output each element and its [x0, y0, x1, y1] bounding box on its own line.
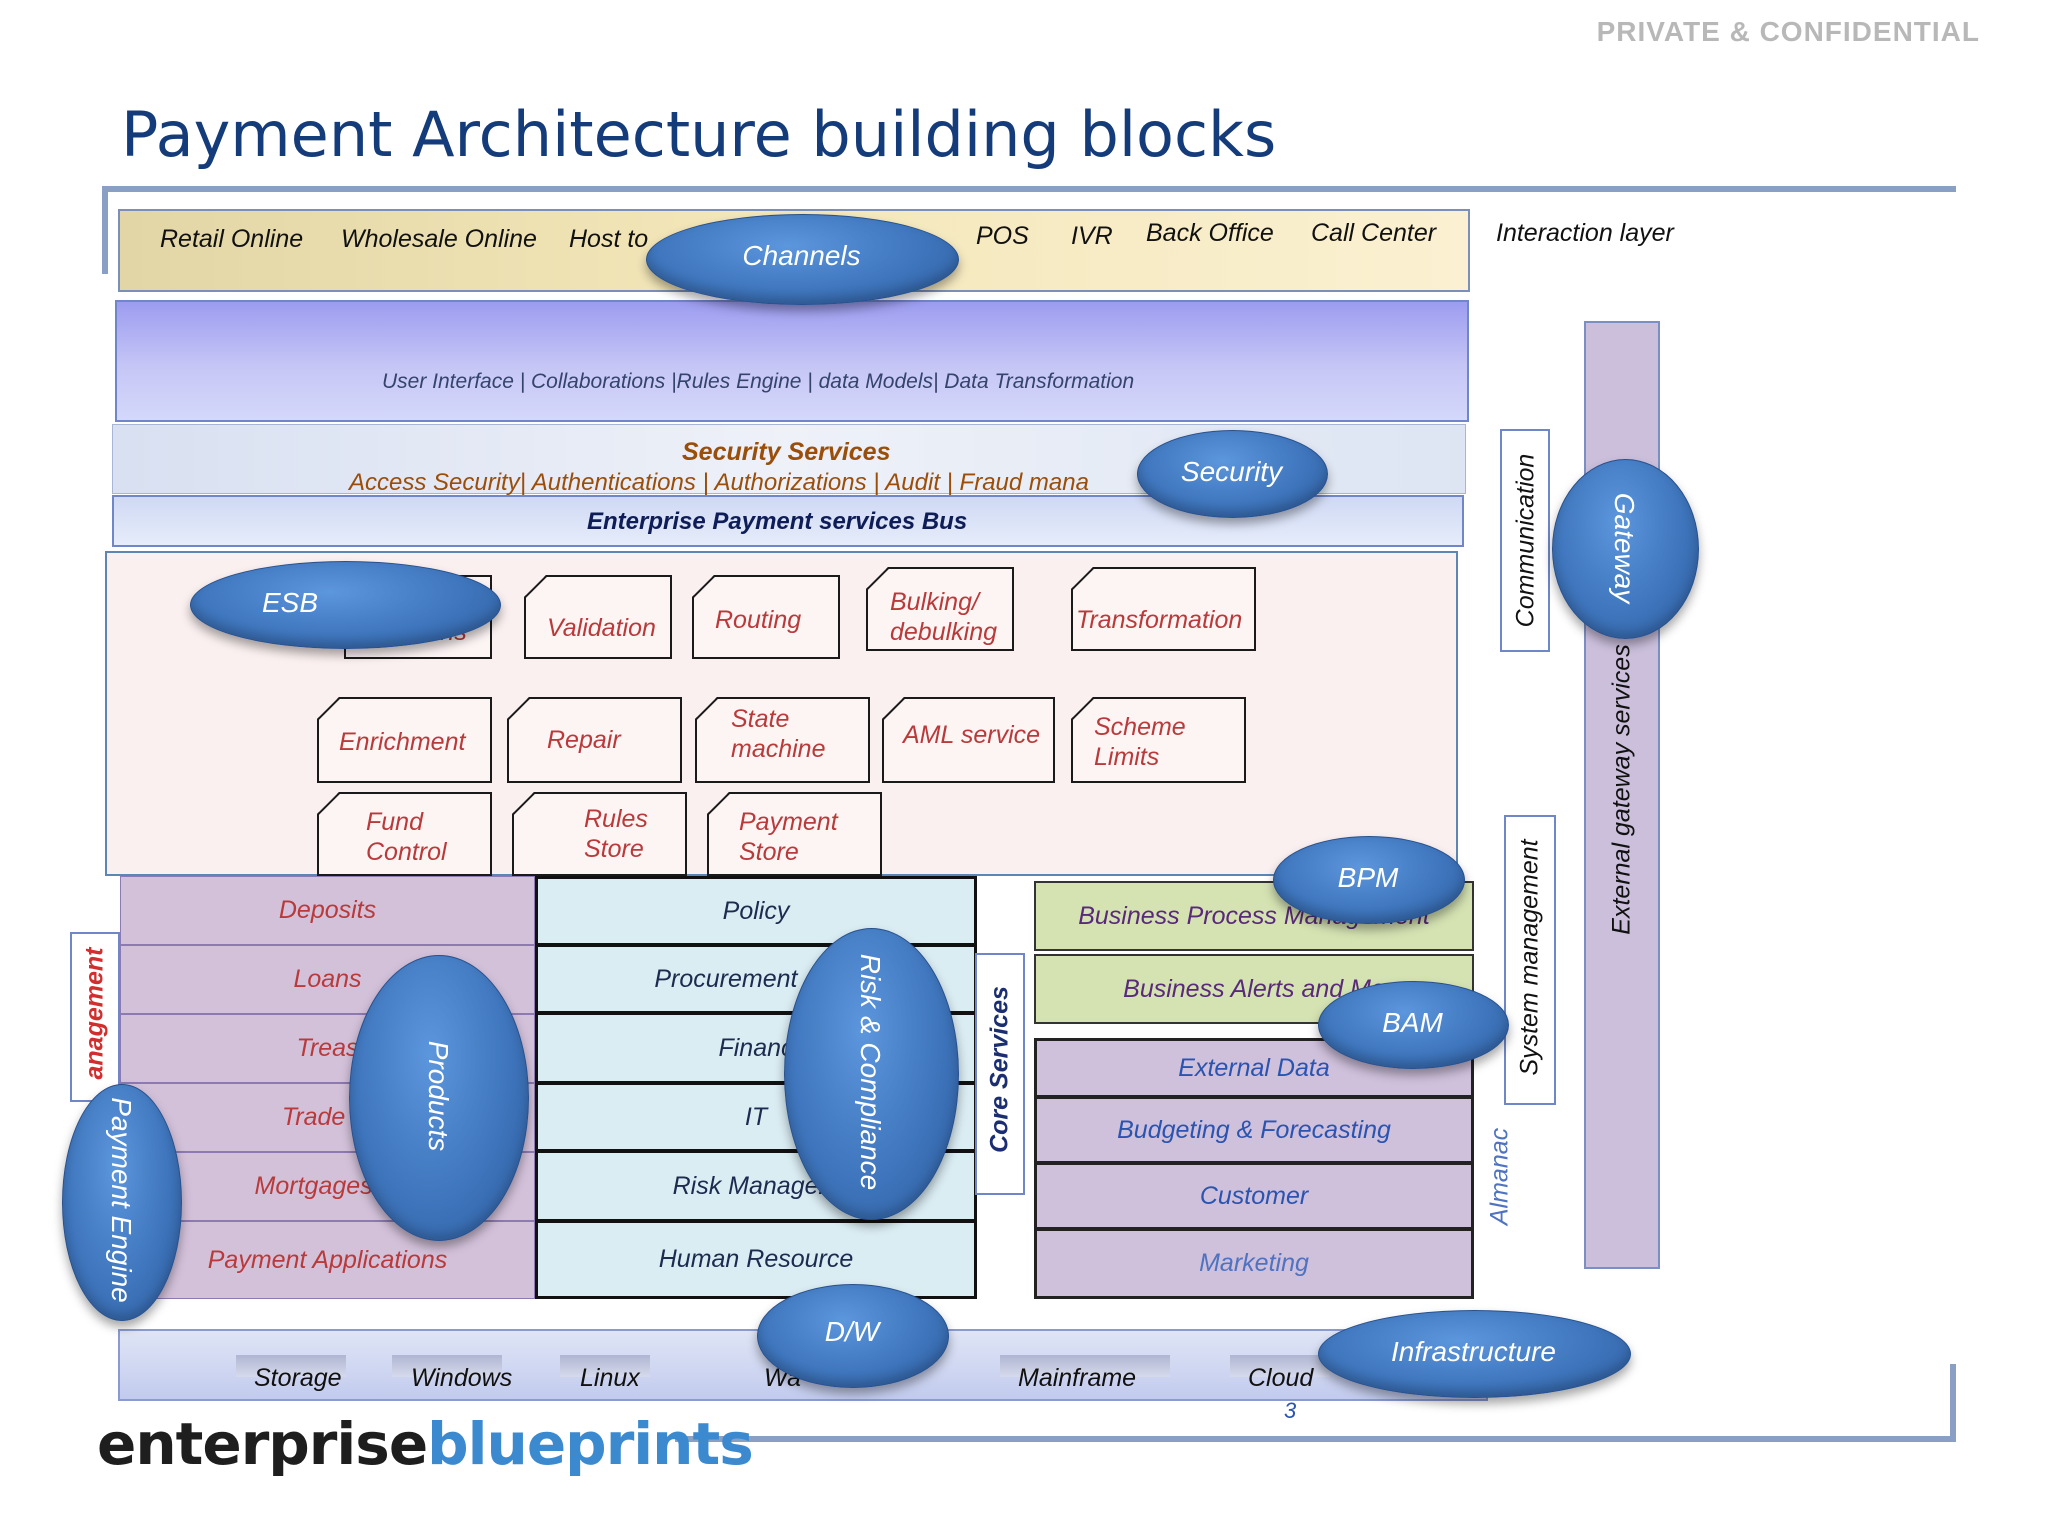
dw-bubble-label: D/W — [824, 1316, 880, 1347]
channels-bubble-label: Channels — [742, 240, 861, 271]
esb-bubble — [190, 561, 501, 649]
channel-ivr: IVR — [1071, 222, 1113, 250]
service-card-scheme-limits — [1071, 697, 1246, 783]
almanac-label: Almanac — [1485, 1127, 1514, 1226]
service-card-routing — [692, 575, 840, 659]
service-label-repair: Repair — [547, 726, 621, 754]
service-label-fund-control: Fund Control — [366, 808, 447, 866]
gateway-bubble — [1552, 459, 1699, 639]
bam-bubble-label: BAM — [1382, 1007, 1443, 1038]
security-bubble-label: Security — [1180, 456, 1283, 487]
data-budgeting: Budgeting & Forecasting — [1034, 1096, 1474, 1164]
bam-bubble — [1318, 981, 1509, 1069]
service-card-repair — [507, 697, 682, 783]
channel-pos: POS — [976, 222, 1029, 250]
channel-retail-online: Retail Online — [160, 225, 304, 253]
service-card-validation — [524, 575, 672, 659]
enterprise-blueprints-logo: enterpriseblueprints — [97, 1410, 754, 1478]
infra-storage: Storage — [254, 1364, 342, 1392]
service-label-enrichment: Enrichment — [339, 728, 466, 756]
products-bubble-label: Products — [423, 1040, 454, 1152]
service-card-fund-control — [317, 792, 492, 876]
infra-mainframe: Mainframe — [1018, 1364, 1137, 1392]
service-card-payment-store — [707, 792, 882, 876]
infra-extra-mark: 3 — [1284, 1398, 1297, 1423]
products-bubble — [349, 955, 529, 1241]
service-label-payment-store: Payment Store — [739, 808, 838, 866]
channel-call-center: Call Center — [1311, 219, 1437, 247]
core-policy: Policy — [535, 876, 977, 946]
security-title: Security Services — [682, 438, 891, 466]
channel-host-to-host: Host to — [569, 225, 649, 253]
payment-engine-bubble — [62, 1084, 182, 1321]
channel-back-office: Back Office — [1146, 219, 1274, 247]
bpm-bubble-label: BPM — [1337, 862, 1399, 893]
service-card-aml — [882, 697, 1055, 783]
channels-bubble — [646, 214, 959, 305]
data-marketing: Marketing — [1034, 1228, 1474, 1299]
risk-compliance-bubble — [784, 928, 959, 1220]
service-label-validation: Validation — [547, 614, 656, 642]
security-subtitle: Access Security| Authentications | Autho… — [349, 469, 1089, 496]
communication-box — [1500, 429, 1550, 652]
management-box — [70, 932, 120, 1102]
security-bubble — [1137, 430, 1328, 518]
dw-bubble — [757, 1284, 949, 1388]
infrastructure-bubble — [1318, 1310, 1631, 1398]
gateway-bubble-label: Gateway — [1609, 492, 1640, 604]
service-card-bulking — [866, 567, 1014, 651]
core-services-label: Core Services — [985, 986, 1014, 1153]
frame-right-rule — [1950, 1364, 1956, 1442]
service-label-transformation: Transformation — [1076, 606, 1243, 634]
channel-wholesale-online: Wholesale Online — [341, 225, 537, 253]
service-label-rules-store: Rules Store — [584, 805, 648, 863]
frame-left-rule — [102, 186, 108, 274]
infra-windows: Windows — [411, 1364, 513, 1392]
interaction-layer-label: Interaction layer — [1496, 219, 1674, 247]
infra-cloud: Cloud — [1248, 1364, 1314, 1392]
service-card-state-machine — [695, 697, 870, 783]
infra-linux: Linux — [580, 1364, 640, 1392]
esb-bubble-label: ESB — [261, 587, 319, 618]
frame-bottom-rule — [675, 1436, 1956, 1442]
confidential-label: PRIVATE & CONFIDENTIAL — [1596, 16, 1980, 47]
payment-engine-bubble-label: Payment Engine — [106, 1097, 137, 1303]
service-card-enrichment — [317, 697, 492, 783]
risk-compliance-bubble-label: Risk & Compliance — [855, 953, 886, 1191]
service-label-routing: Routing — [715, 606, 802, 634]
service-card-rules-store — [512, 792, 687, 876]
service-label-state-machine: State machine — [731, 705, 826, 763]
service-card-transformation — [1071, 567, 1256, 651]
page-title: Payment Architecture building blocks — [121, 98, 1277, 171]
product-deposits: Deposits — [120, 876, 535, 945]
ui-layer-text: User Interface | Collaborations |Rules E… — [382, 370, 1135, 393]
service-label-aml: AML service — [903, 721, 1041, 749]
communication-label: Communication — [1511, 453, 1540, 628]
title-rule — [102, 186, 1956, 192]
system-management-label: System management — [1515, 839, 1544, 1076]
product-payment-applications: Payment Applications — [120, 1221, 535, 1299]
service-label-scheme-limits: Scheme Limits — [1094, 713, 1186, 771]
ui-layer-band — [115, 300, 1469, 422]
service-label-bulking: Bulking/ debulking — [890, 588, 998, 646]
infrastructure-bubble-label: Infrastructure — [1391, 1336, 1556, 1367]
data-customer: Customer — [1034, 1162, 1474, 1230]
core-human-resource: Human Resource — [535, 1220, 977, 1299]
payment-bus-label: Enterprise Payment services Bus — [587, 508, 968, 535]
core-services-box — [975, 953, 1025, 1195]
external-gateway-label: External gateway services — [1607, 644, 1636, 935]
bpm-bubble — [1273, 836, 1465, 924]
system-management-box — [1504, 815, 1556, 1105]
